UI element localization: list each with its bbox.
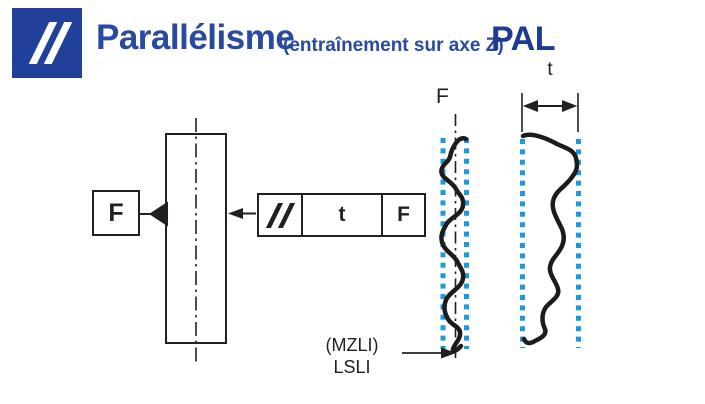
note-line-mzli: (MZLI) <box>325 335 379 355</box>
dimension-arrowhead-icon <box>522 100 538 112</box>
note-arrowhead-icon <box>441 347 456 359</box>
feature-control-frame: t F <box>257 193 426 237</box>
datum-triangle-icon <box>149 201 168 227</box>
datum-feature-label: F <box>108 198 124 227</box>
code-label: PAL <box>491 20 555 58</box>
extracted-median-line <box>439 136 469 354</box>
datum-reference-cell: F <box>397 203 410 226</box>
parallelism-logo-icon <box>12 8 82 78</box>
frame-leader-arrowhead-icon <box>228 208 243 219</box>
datum-feature-box: F <box>92 190 140 236</box>
page-subtitle: (entraînement sur axe Z) <box>283 35 504 56</box>
parallelism-symbol-icon <box>259 195 303 235</box>
extracted-surface-line <box>520 132 580 346</box>
note-line-lsli: LSLI <box>333 357 371 377</box>
datum-axis-label: F <box>436 85 449 108</box>
page-title: Parallélisme <box>96 18 295 57</box>
tolerance-value-cell: t <box>303 195 383 235</box>
dimension-arrowhead-icon <box>562 100 578 112</box>
tolerance-width-label: t <box>547 59 553 80</box>
